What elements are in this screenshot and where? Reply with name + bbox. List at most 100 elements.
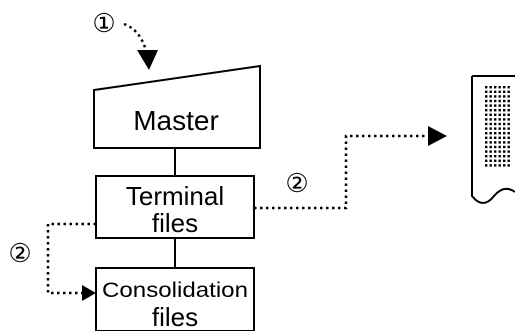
report-dot (489, 155, 492, 158)
report-dot (489, 113, 492, 116)
report-dot (485, 155, 488, 158)
report-dot (498, 150, 501, 153)
report-dot (507, 136, 510, 139)
report-dot (498, 122, 501, 126)
report-dot (507, 155, 510, 158)
report-dot (507, 122, 510, 126)
report-dot (498, 113, 501, 116)
report-dot (489, 122, 492, 126)
report-dot (503, 145, 506, 149)
report-dot (503, 109, 506, 112)
report-dot (485, 118, 488, 121)
report-dot (507, 150, 510, 153)
report-dot (503, 99, 506, 103)
report-dot (494, 159, 497, 162)
report-dot (507, 164, 510, 167)
report-dot (494, 122, 497, 126)
report-dot (498, 99, 501, 103)
report-dot (485, 132, 488, 135)
report-text-dots (485, 86, 510, 167)
report-dot (503, 118, 506, 121)
report-dot (489, 164, 492, 167)
report-dot (503, 104, 506, 107)
report-dot (507, 159, 510, 162)
report-dot (494, 90, 497, 93)
report-dot (494, 164, 497, 167)
report-dot (494, 150, 497, 153)
printed-report-icon (471, 75, 515, 204)
report-dot (503, 159, 506, 162)
report-dot (485, 86, 488, 89)
master-node (93, 64, 261, 149)
report-dot (498, 132, 501, 135)
report-dot (489, 90, 492, 93)
report-dot (489, 99, 492, 103)
report-dot (494, 99, 497, 103)
report-dot (485, 136, 488, 139)
step-2-right-arrowhead (428, 126, 447, 146)
report-dot (507, 86, 510, 89)
report-dot (485, 127, 488, 130)
report-dot (503, 141, 506, 144)
terminal-files-node (95, 175, 255, 239)
terminal-files-label-line1: Terminal (126, 181, 224, 211)
report-dot (494, 145, 497, 149)
report-dot (494, 155, 497, 158)
report-dot (498, 136, 501, 139)
report-dot (498, 159, 501, 162)
report-dot (485, 99, 488, 103)
report-dot (503, 127, 506, 130)
report-dot (507, 132, 510, 135)
report-dot (498, 86, 501, 89)
report-dot (494, 109, 497, 112)
report-dot (507, 104, 510, 107)
report-dot (503, 164, 506, 167)
report-dot (498, 118, 501, 121)
report-dot (498, 145, 501, 149)
report-dot (507, 118, 510, 121)
report-dot (498, 127, 501, 130)
report-dot (485, 90, 488, 93)
report-dot (503, 136, 506, 139)
report-dot (485, 164, 488, 167)
report-dot (489, 132, 492, 135)
report-dot (489, 145, 492, 149)
report-dot (507, 95, 510, 98)
report-dot (485, 159, 488, 162)
report-dot (498, 95, 501, 98)
report-dot (485, 104, 488, 107)
report-dot (507, 99, 510, 103)
consolidation-files-label-line2: files (152, 302, 198, 331)
report-dot (485, 109, 488, 112)
report-dot (489, 136, 492, 139)
report-dot (489, 86, 492, 89)
step-2-left-arrowhead (82, 285, 96, 301)
report-dot (494, 104, 497, 107)
report-dot (489, 95, 492, 98)
report-dot (503, 150, 506, 153)
report-dot (503, 86, 506, 89)
report-dot (498, 109, 501, 112)
report-dot (489, 118, 492, 121)
step-2-left-label: ② (8, 238, 31, 268)
report-dot (507, 113, 510, 116)
report-dot (485, 141, 488, 144)
step-1-label: ① (92, 8, 115, 38)
consolidation-files-label-line1: Consolidation (102, 279, 248, 302)
report-dot (494, 113, 497, 116)
report-dot (489, 109, 492, 112)
report-dot (498, 141, 501, 144)
report-dot (507, 141, 510, 144)
report-dot (485, 150, 488, 153)
report-dot (485, 113, 488, 116)
master-label: Master (133, 105, 219, 136)
report-dot (507, 145, 510, 149)
report-dot (485, 145, 488, 149)
report-dot (494, 127, 497, 130)
step-2-right-label: ② (285, 168, 308, 198)
report-dot (489, 150, 492, 153)
step-1-arrowhead (137, 50, 158, 70)
report-dot (489, 104, 492, 107)
report-dot (503, 90, 506, 93)
